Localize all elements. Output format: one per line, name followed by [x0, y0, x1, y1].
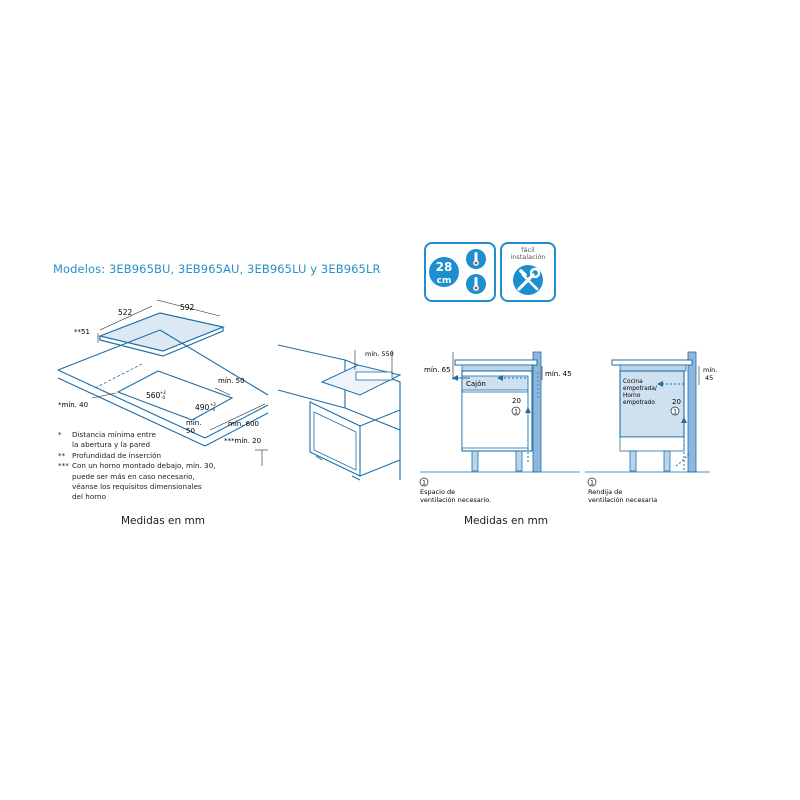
dim-490-tol: +2	[210, 402, 216, 407]
svg-text:1: 1	[590, 480, 594, 487]
hob-cutout-diagram: 522 592 **51 560 +2 -0 490 +2 -0 mín. 50…	[57, 299, 269, 466]
built-in-oven	[619, 370, 685, 438]
caption-left: Medidas en mm	[121, 515, 205, 527]
dim-min600: mín. 600	[228, 420, 259, 428]
thermometer-icon	[466, 274, 486, 294]
dim-min50: mín. 50	[218, 377, 245, 385]
oven-cabinet-diagram: mín. 550	[277, 344, 402, 481]
svg-text:1: 1	[673, 409, 677, 416]
footnote-b-line1: Rendija de	[588, 488, 622, 496]
easy-install-label-2: instalación	[510, 253, 545, 261]
footnote-marker-a	[419, 477, 429, 487]
size-badge-graphic: 28 cm	[429, 249, 486, 294]
cutout	[116, 370, 234, 421]
dim-560: 560	[146, 391, 161, 400]
svg-text:1: 1	[422, 480, 426, 487]
ventilation-marker	[511, 406, 521, 416]
oven-label-4: empotrado	[623, 400, 655, 406]
oven-label-2: empotrada/	[623, 386, 657, 392]
footnote-b-line2: ventilación necesaria	[588, 496, 657, 504]
dim-min20: ***mín. 20	[224, 437, 261, 445]
note-3: ***Con un horno montado debajo, mín. 30,	[58, 461, 216, 471]
easy-install-graphic: fácil instalación	[510, 246, 546, 295]
wrench-screwdriver-icon	[513, 265, 543, 295]
oven-label-1: Cocina	[623, 379, 643, 385]
ventilation-marker-b	[670, 406, 680, 416]
ventilation-marker-number: 1	[514, 409, 518, 416]
svg-text:-0: -0	[211, 407, 215, 412]
dim-min45b-1: mín.	[703, 366, 717, 374]
note-2: **Profundidad de inserción	[58, 450, 162, 460]
thermometer-icon	[466, 249, 486, 269]
dim-min65: mín. 65	[424, 366, 451, 374]
easy-install-badge: fácil instalación	[500, 242, 556, 302]
footnote-marker-b	[587, 477, 597, 487]
dim-592: 592	[180, 303, 195, 312]
oven-label-3: Horno	[623, 393, 641, 399]
dim-522: 522	[118, 308, 133, 317]
caption-right: Medidas en mm	[464, 515, 548, 527]
dim-51: **51	[74, 328, 90, 336]
footnote-a-line2: ventilación necesario.	[420, 496, 491, 504]
dim-min45: mín. 45	[545, 370, 572, 378]
dim-min50b-1: mín.	[186, 419, 201, 427]
size-unit: cm	[437, 276, 452, 286]
dim-20b: 20	[672, 398, 681, 406]
dim-min45b-2: 45	[705, 374, 713, 382]
dim-20: 20	[512, 397, 521, 405]
dim-min550: mín. 550	[365, 350, 394, 358]
drawer-label: Cajón	[466, 380, 486, 388]
oven-ventilation-diagram: Cocina empotrada/ Horno empotrado mín. 4…	[585, 351, 717, 504]
models-title: Modelos: 3EB965BU, 3EB965AU, 3EB965LU y …	[53, 262, 381, 276]
notes-list: *Distancia mínima entre la abertura y la…	[58, 430, 216, 502]
svg-text:-0: -0	[161, 395, 165, 400]
size-value: 28	[436, 260, 453, 274]
easy-install-label-1: fácil	[521, 246, 535, 254]
drawer-ventilation-diagram: Cajón mín. 65 mín. 45 20 1 1 Espacio de …	[419, 351, 580, 504]
dim-560-tol: +2	[160, 390, 166, 395]
note-1: *Distancia mínima entre	[58, 430, 156, 439]
dim-490: 490	[195, 403, 210, 412]
dim-min40: *mín. 40	[58, 401, 88, 409]
footnote-a-line1: Espacio de	[420, 488, 455, 496]
size-badge: 28 cm	[424, 242, 496, 302]
dim-min50b-2: 50	[186, 427, 195, 435]
